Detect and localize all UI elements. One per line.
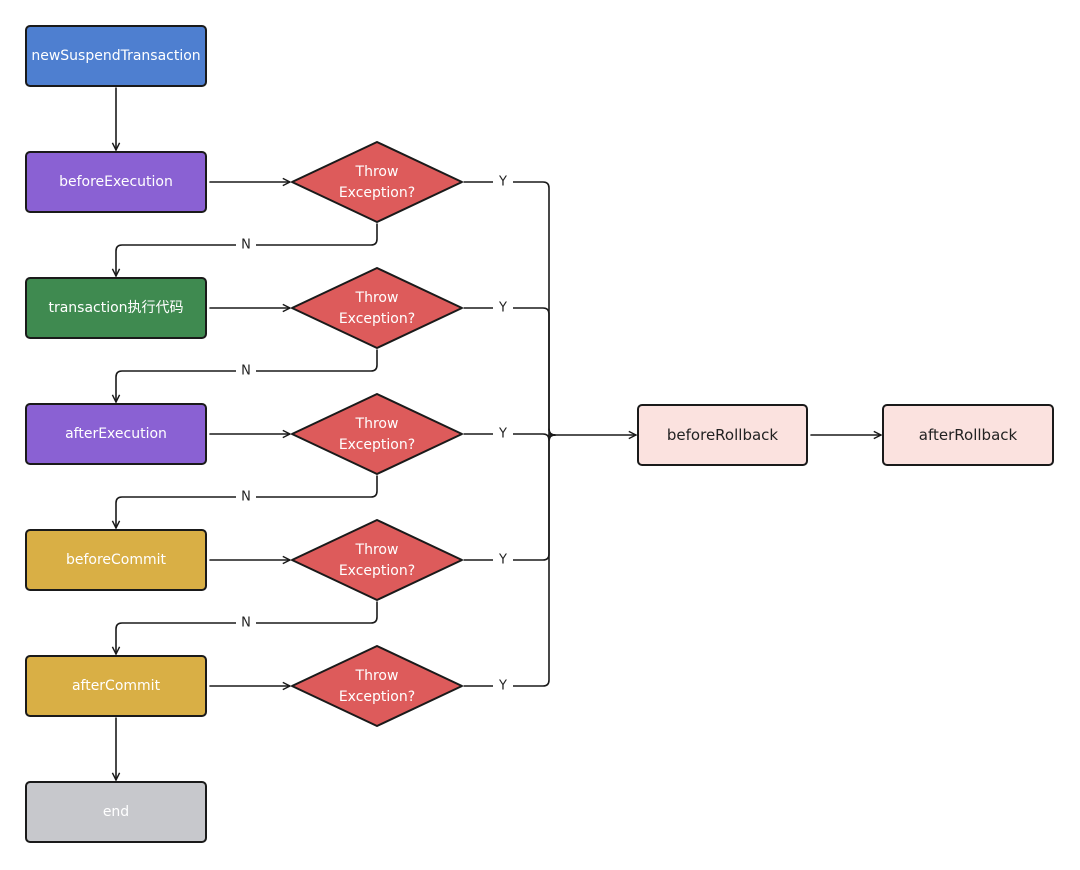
decision-5-shape: [291, 645, 463, 727]
edge-label-no-1-bg: [236, 236, 256, 254]
node-before-execution-label: beforeExecution: [59, 174, 173, 190]
decision-1-shape: [291, 141, 463, 223]
edge-label-no-1: N: [236, 236, 256, 254]
node-end-label: end: [103, 804, 129, 820]
edge-label-yes-2-bg: [493, 299, 513, 317]
edge-label-no-1-text: N: [241, 238, 251, 253]
edge-label-yes-4-bg: [493, 551, 513, 569]
node-after-commit-box: [25, 655, 207, 717]
edge-label-yes-1: Y: [493, 173, 513, 191]
node-before-commit-box: [25, 529, 207, 591]
node-before-rollback: beforeRollback: [637, 404, 808, 466]
node-end: end: [25, 781, 207, 843]
node-before-rollback-label: beforeRollback: [667, 426, 778, 444]
node-new-suspend-transaction: newSuspendTransaction: [25, 25, 207, 87]
edge-label-yes-5-bg: [493, 677, 513, 695]
node-new-suspend-transaction-label: newSuspendTransaction: [31, 48, 200, 64]
edge-label-yes-5: Y: [493, 677, 513, 695]
decision-2-shape: [291, 267, 463, 349]
edge-label-yes-3-bg: [493, 425, 513, 443]
node-before-execution-box: [25, 151, 207, 213]
edge-decision-4-yes: [463, 434, 556, 561]
node-after-execution-box: [25, 403, 207, 465]
node-end-box: [25, 781, 207, 843]
decision-2-label-line1: Throw: [355, 290, 399, 306]
edge-label-no-2-text: N: [241, 364, 251, 379]
edge-label-yes-3-text: Y: [498, 427, 507, 442]
edge-label-yes-3: Y: [493, 425, 513, 443]
edge-label-no-2-bg: [236, 362, 256, 380]
edge-label-no-3: N: [236, 488, 256, 506]
decision-5-label-line1: Throw: [355, 668, 399, 684]
decision-3-label-line2: Exception?: [339, 437, 415, 453]
node-before-commit-label: beforeCommit: [66, 552, 167, 568]
node-before-execution: beforeExecution: [25, 151, 207, 213]
node-after-commit: afterCommit: [25, 655, 207, 717]
node-after-commit-label: afterCommit: [72, 678, 161, 694]
edge-label-yes-4: Y: [493, 551, 513, 569]
edge-label-no-3-bg: [236, 488, 256, 506]
edge-label-no-2: N: [236, 362, 256, 380]
edge-labels-layer: Y N Y N Y N Y N Y: [236, 173, 513, 695]
decision-1-label-line1: Throw: [355, 164, 399, 180]
node-after-rollback: afterRollback: [882, 404, 1054, 466]
node-transaction-exec-box: [25, 277, 207, 339]
edge-label-no-3-text: N: [241, 490, 251, 505]
decision-4-label-line2: Exception?: [339, 563, 415, 579]
node-after-execution: afterExecution: [25, 403, 207, 465]
edge-label-yes-2: Y: [493, 299, 513, 317]
edge-label-yes-1-text: Y: [498, 175, 507, 190]
node-transaction-exec: transaction执行代码: [25, 277, 207, 339]
edge-label-yes-2-text: Y: [498, 301, 507, 316]
edge-label-no-4-text: N: [241, 616, 251, 631]
node-after-rollback-label: afterRollback: [919, 426, 1018, 444]
edge-label-no-4-bg: [236, 614, 256, 632]
node-before-rollback-box: [637, 404, 808, 466]
edge-label-yes-1-bg: [493, 173, 513, 191]
decision-4-shape: [291, 519, 463, 601]
decision-2-label-line2: Exception?: [339, 311, 415, 327]
decision-3-label-line1: Throw: [355, 416, 399, 432]
nodes-layer: newSuspendTransaction beforeExecution tran…: [25, 25, 1054, 843]
decision-4-label-line1: Throw: [355, 542, 399, 558]
decision-1-label-line2: Exception?: [339, 185, 415, 201]
edge-label-yes-4-text: Y: [498, 553, 507, 568]
node-transaction-exec-label: transaction执行代码: [48, 300, 183, 316]
node-after-rollback-box: [882, 404, 1054, 466]
node-after-execution-label: afterExecution: [65, 426, 167, 442]
decision-3-shape: [291, 393, 463, 475]
decision-5-label-line2: Exception?: [339, 689, 415, 705]
edge-decision-2-yes: [463, 307, 556, 436]
node-new-suspend-transaction-box: [25, 25, 207, 87]
edge-label-yes-5-text: Y: [498, 679, 507, 694]
node-before-commit: beforeCommit: [25, 529, 207, 591]
edge-label-no-4: N: [236, 614, 256, 632]
